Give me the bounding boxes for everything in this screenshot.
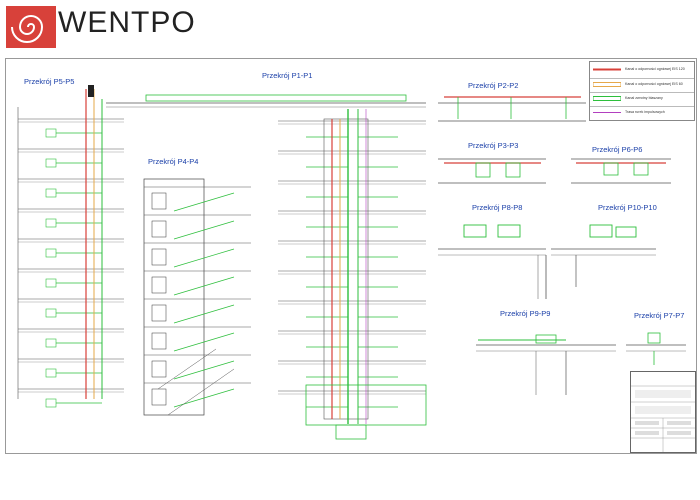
window-opening xyxy=(151,388,167,406)
duct-damper xyxy=(45,218,57,228)
section-title-p6: Przekrój P6-P6 xyxy=(592,145,643,154)
section-p5-drawing xyxy=(17,85,124,408)
section-title-p5: Przekrój P5-P5 xyxy=(24,77,75,86)
window-opening xyxy=(151,360,167,378)
legend-label: Kanał zwrotny blaszany xyxy=(625,96,663,100)
legend-label: Kanał o odporności ogniowej EIS 60 xyxy=(625,82,683,86)
company-logo xyxy=(6,6,206,48)
duct-damper xyxy=(45,338,57,348)
legend-item: Trasa rurek impulsowych xyxy=(590,106,694,118)
logo-swirl-icon xyxy=(6,6,56,48)
legend-item: Kanał o odporności ogniowej EIS 120 xyxy=(590,64,694,75)
window-opening xyxy=(151,248,167,266)
title-block-grid xyxy=(631,385,695,452)
stair-duct xyxy=(173,248,235,268)
legend-swatch-icon xyxy=(593,96,621,101)
stair-duct xyxy=(173,304,235,324)
legend-box: Kanał o odporności ogniowej EIS 120 Kana… xyxy=(589,61,695,121)
section-p6-drawing xyxy=(571,158,671,184)
section-p10-drawing xyxy=(551,224,656,287)
section-p3-drawing xyxy=(438,158,546,184)
section-title-p2: Przekrój P2-P2 xyxy=(468,81,519,90)
stair-duct xyxy=(173,220,235,240)
section-p4-drawing xyxy=(143,178,251,416)
window-opening xyxy=(151,192,167,210)
duct-damper xyxy=(45,188,57,198)
stair-duct xyxy=(173,360,235,380)
duct-damper xyxy=(45,158,57,168)
duct-damper xyxy=(45,278,57,288)
stair-duct xyxy=(173,192,235,212)
window-opening xyxy=(151,304,167,322)
section-title-p4: Przekrój P4-P4 xyxy=(148,157,199,166)
window-opening xyxy=(151,332,167,350)
window-opening xyxy=(151,276,167,294)
section-p8-drawing xyxy=(438,224,547,299)
section-p9-drawing xyxy=(476,334,616,395)
legend-swatch-icon xyxy=(593,112,621,113)
stair-duct xyxy=(173,276,235,296)
legend-label: Trasa rurek impulsowych xyxy=(625,110,665,114)
drawing-sheet: Przekrój P5-P5 Przekrój P1-P1 Przekrój P… xyxy=(5,58,697,454)
section-p2-drawing xyxy=(438,96,586,122)
section-p1-drawing xyxy=(106,94,427,440)
title-block xyxy=(630,371,696,453)
section-title-p1: Przekrój P1-P1 xyxy=(262,71,313,80)
legend-item: Kanał o odporności ogniowej EIS 60 xyxy=(590,78,694,90)
legend-swatch-icon xyxy=(593,68,621,71)
duct-damper xyxy=(45,368,57,378)
stair-duct xyxy=(173,332,235,352)
section-title-p3: Przekrój P3-P3 xyxy=(468,141,519,150)
technical-drawing-svg xyxy=(17,85,686,440)
section-title-p7: Przekrój P7-P7 xyxy=(634,311,685,320)
section-p7-drawing xyxy=(626,332,686,365)
legend-label: Kanał o odporności ogniowej EIS 120 xyxy=(625,67,685,71)
brand-name: WENTPO xyxy=(58,6,196,39)
legend-item: Kanał zwrotny blaszany xyxy=(590,92,694,104)
duct-damper xyxy=(45,248,57,258)
window-opening xyxy=(151,220,167,238)
duct-damper xyxy=(45,398,57,408)
section-title-p10: Przekrój P10-P10 xyxy=(598,203,657,212)
legend-swatch-icon xyxy=(593,82,621,87)
duct-damper xyxy=(45,308,57,318)
duct-damper xyxy=(45,128,57,138)
section-title-p9: Przekrój P9-P9 xyxy=(500,309,551,318)
section-title-p8: Przekrój P8-P8 xyxy=(472,203,523,212)
